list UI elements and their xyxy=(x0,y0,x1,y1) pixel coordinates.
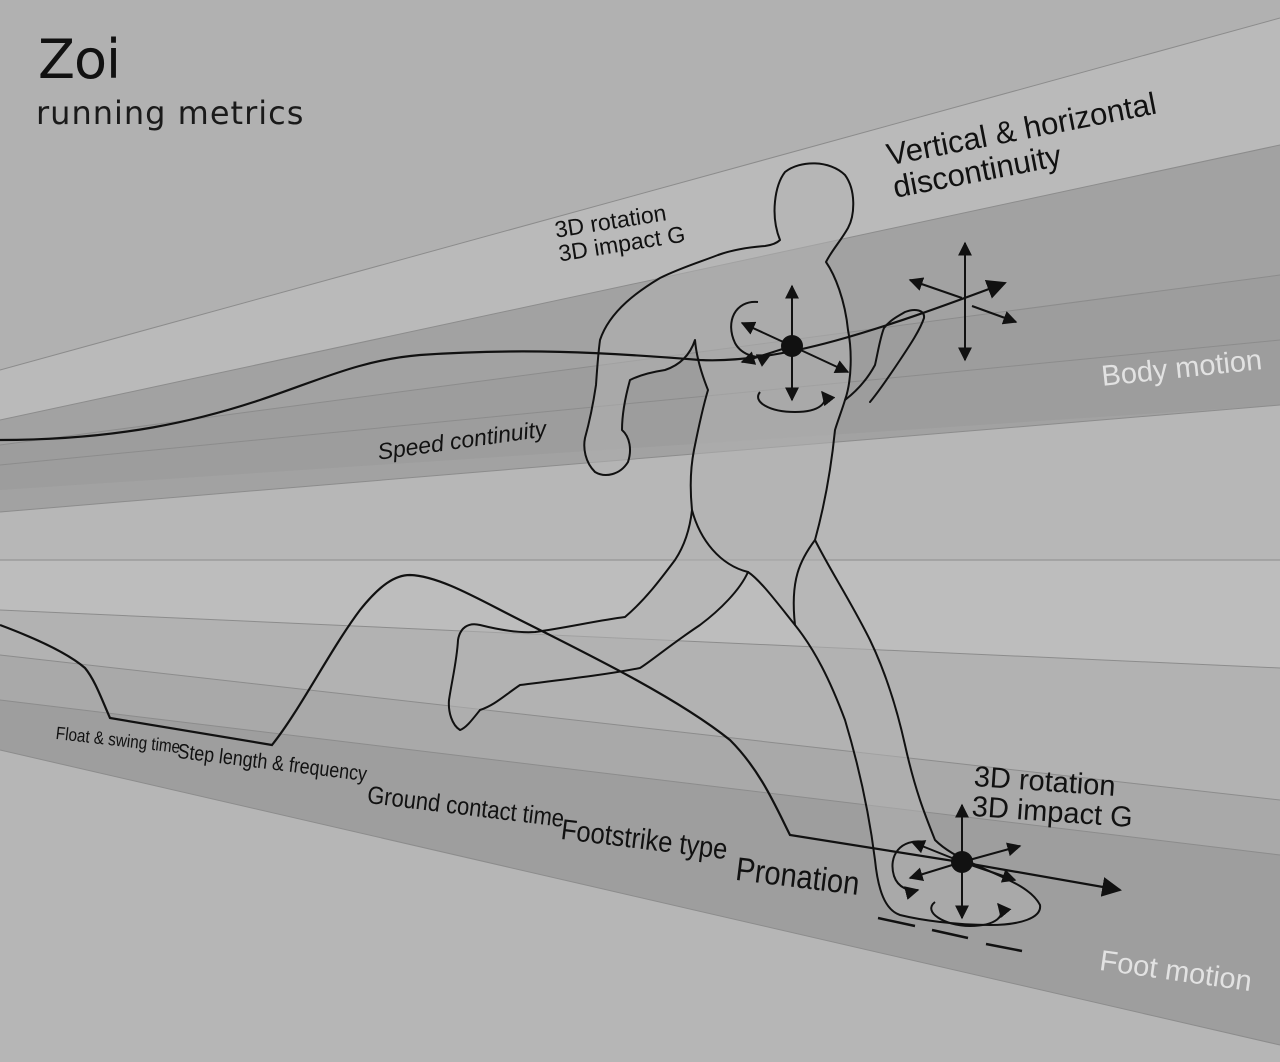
brand-title: Zoi xyxy=(38,28,121,91)
body-sensor-dot xyxy=(781,335,803,357)
band-upper xyxy=(0,18,1280,420)
discontinuity-cross xyxy=(908,241,1018,362)
foot-rotation-impact-label: 3D rotation 3D impact G xyxy=(971,761,1136,835)
brand-subtitle: running metrics xyxy=(36,94,305,132)
band-lower xyxy=(0,610,1280,800)
foot-motion-path xyxy=(0,573,1122,897)
band-foot-motion xyxy=(0,700,1280,1045)
foot-sensor-dot xyxy=(951,851,973,873)
band-ground xyxy=(0,750,1280,1062)
band-body-inner xyxy=(0,275,1280,490)
runner-outline xyxy=(447,162,1042,926)
ground-dashes xyxy=(877,916,1023,953)
band-top xyxy=(0,0,1280,370)
band-middle xyxy=(0,405,1280,560)
